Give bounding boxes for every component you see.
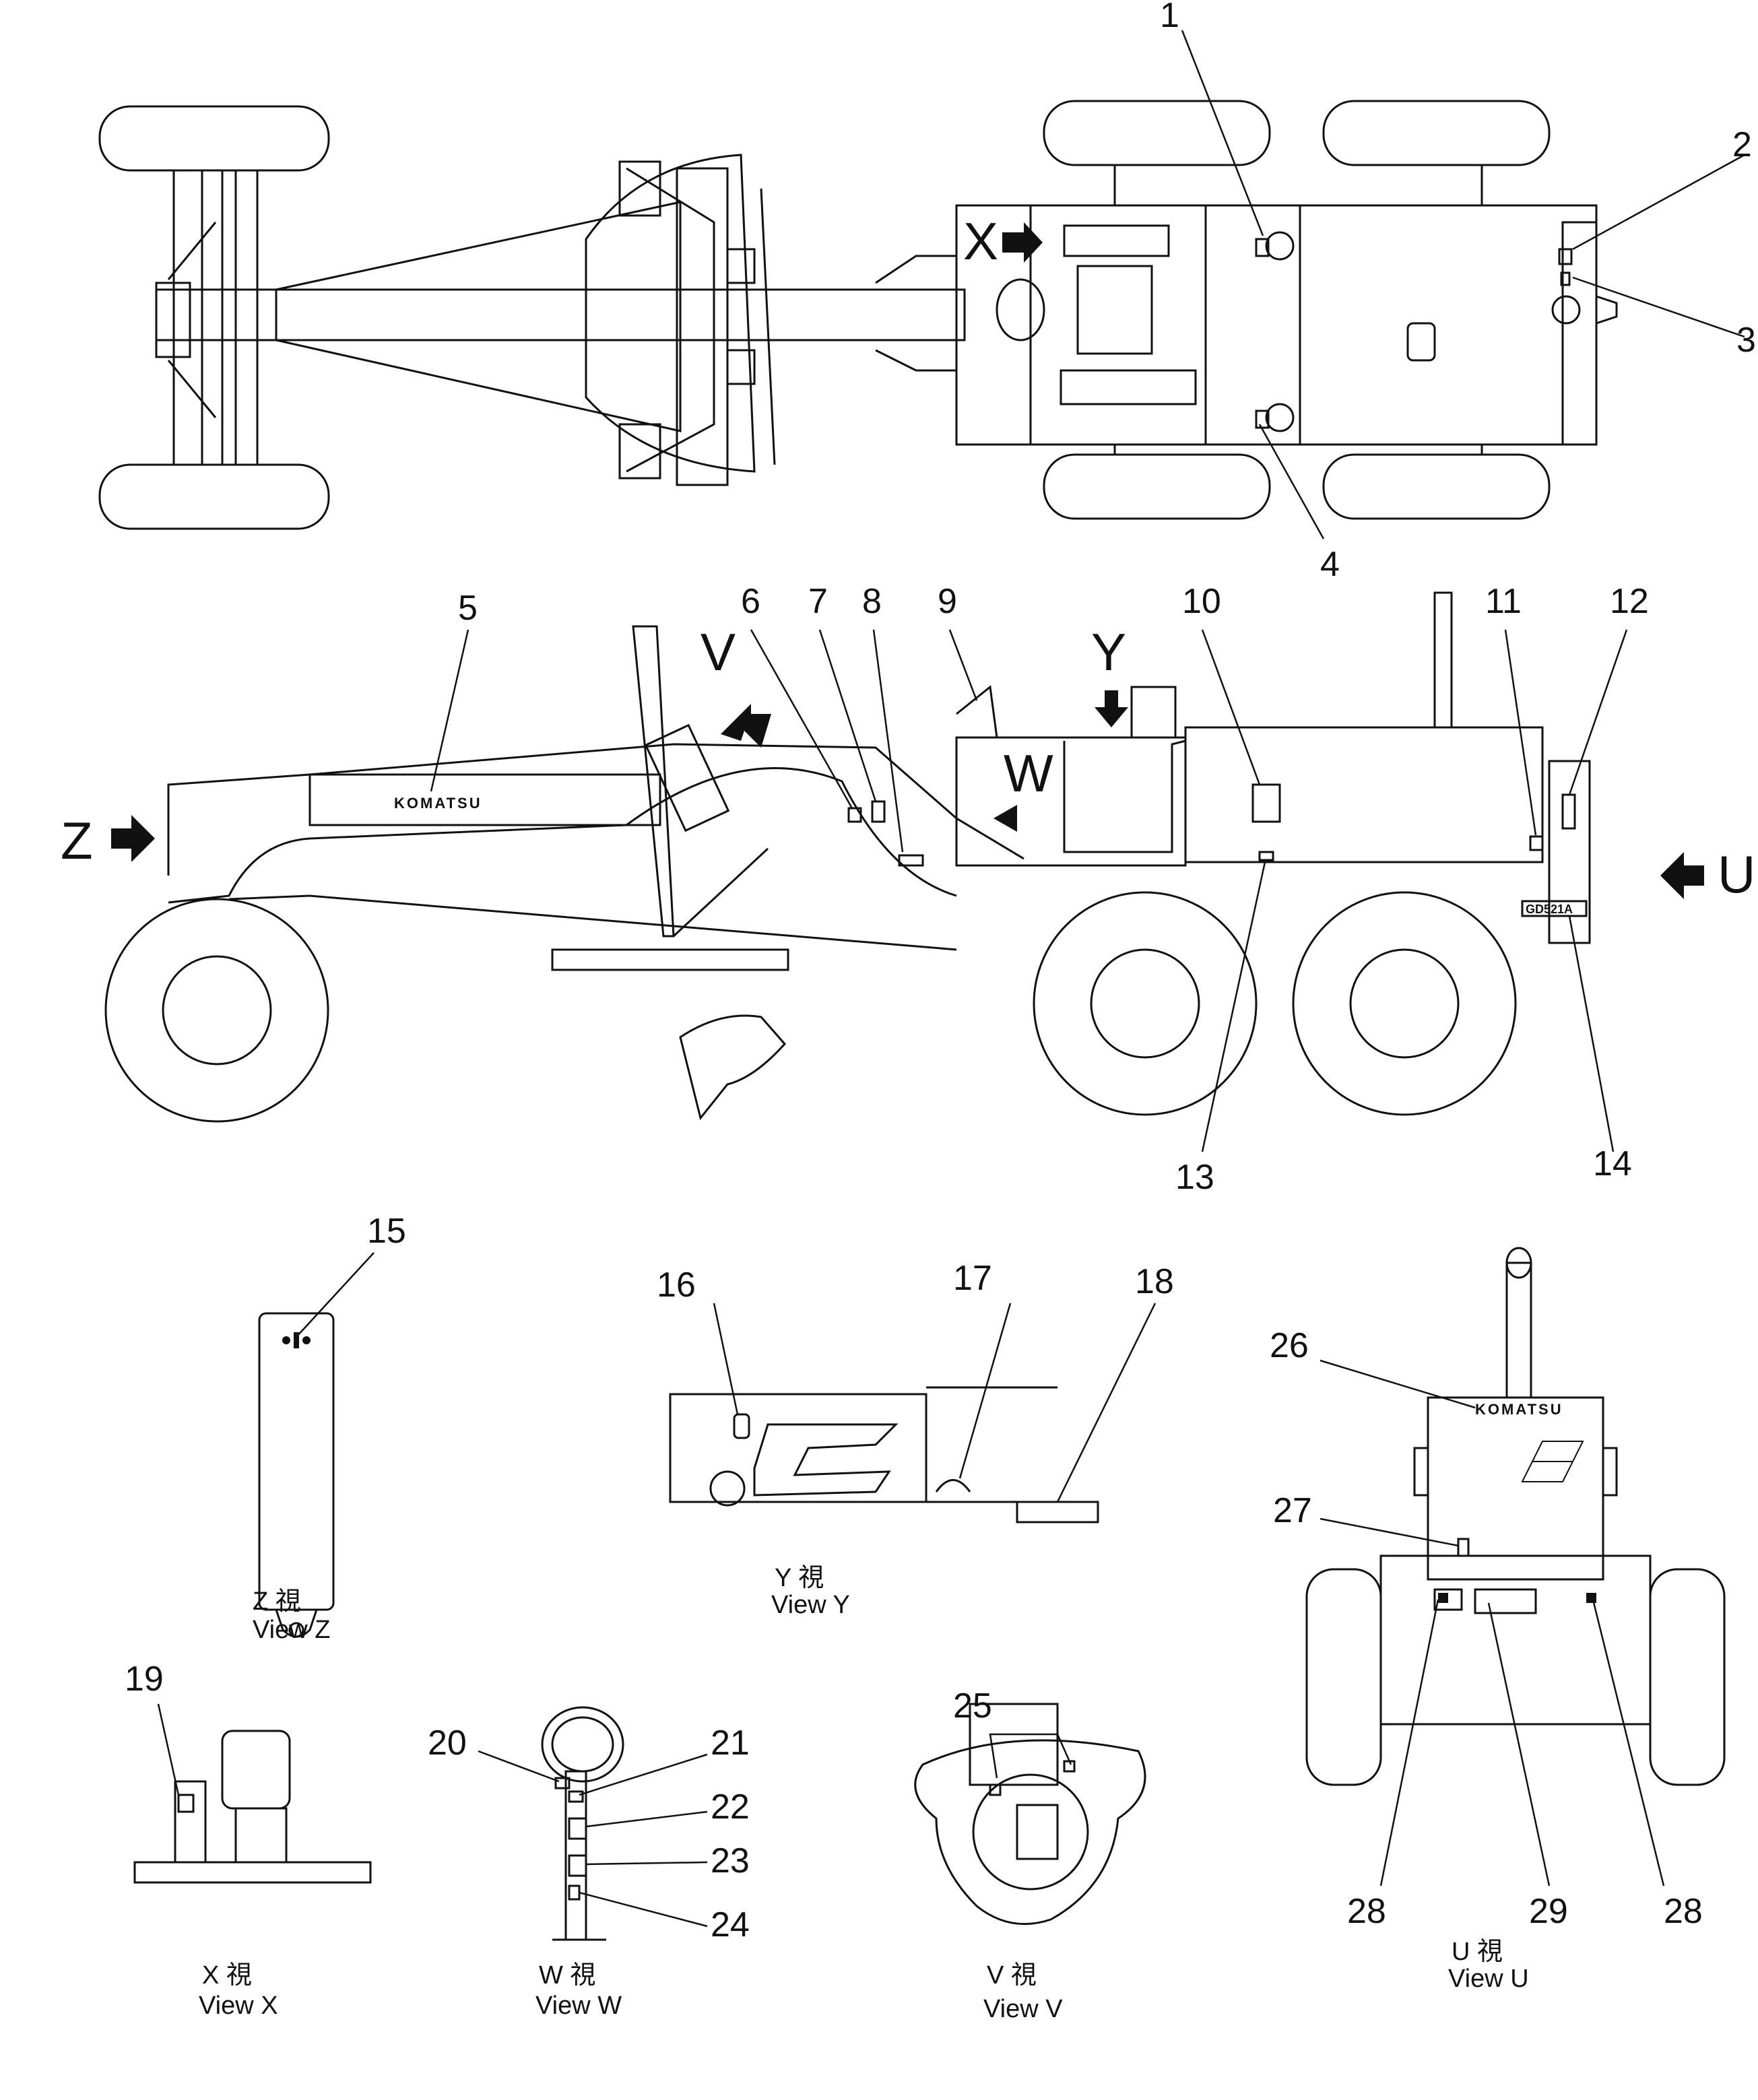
callout-15: 15 [367,1212,406,1251]
view-x-caption-top: X 視 [202,1961,252,1990]
callout-10: 10 [1182,582,1221,621]
arrow-label-x: X [963,211,998,271]
view-x-caption: View X [199,1992,278,2020]
view-v-caption-top: V 視 [987,1961,1037,1990]
callout-2: 2 [1732,125,1752,164]
view-z-drawing [258,1312,335,1638]
view-z-caption-top: Z 視 [253,1587,301,1616]
callout-9: 9 [938,582,957,621]
view-v-caption: View V [983,1995,1063,2023]
callout-20: 20 [428,1724,467,1763]
view-u-caption-top: U 視 [1452,1938,1503,1966]
callout-16: 16 [657,1266,696,1305]
view-captions: Z 視 View Z Y 視 View Y X 視 View X W 視 Vie… [199,1564,1529,2023]
callout-12: 12 [1610,582,1649,621]
callout-7: 7 [808,582,828,621]
side-view: GD521A KOMATSU [104,591,1704,1123]
callout-28-left: 28 [1347,1892,1386,1931]
callout-11: 11 [1485,582,1522,621]
top-view [98,100,1618,530]
callout-21: 21 [711,1724,750,1763]
callout-13: 13 [1175,1158,1214,1197]
callout-17: 17 [953,1259,992,1298]
callout-8: 8 [862,582,882,621]
model-plate: GD521A [1526,903,1573,916]
view-w-caption: View W [535,1992,622,2020]
arrow-label-u: U [1718,845,1755,904]
side-view-brand-text: KOMATSU [394,795,482,812]
view-u-brand-text: KOMATSU [1475,1401,1563,1418]
view-y-drawing [669,1386,1099,1523]
callout-19: 19 [125,1660,164,1699]
callout-24: 24 [711,1905,750,1944]
callout-6: 6 [741,582,760,621]
arrow-label-w: W [1004,744,1053,803]
callout-27: 27 [1273,1491,1312,1530]
view-u-drawing: KOMATSU [1305,1247,1726,1786]
view-w-caption-top: W 視 [539,1961,595,1990]
callout-26: 26 [1270,1326,1309,1365]
callout-4: 4 [1320,545,1340,584]
callout-29: 29 [1529,1892,1568,1931]
view-x-drawing [133,1730,372,1884]
leader-lines [157,30,1745,1928]
view-w-drawing [541,1706,624,1941]
view-u-caption: View U [1448,1965,1529,1993]
view-z-caption: View Z [253,1616,330,1644]
arrow-label-y: Y [1091,622,1126,682]
view-arrow-labels: X Y W V Z U [61,211,1755,904]
arrow-label-z: Z [61,811,93,870]
callout-25: 25 [953,1686,992,1726]
callout-18: 18 [1135,1262,1174,1301]
view-v-drawing [914,1703,1146,1926]
callout-22: 22 [711,1787,750,1827]
callout-23: 23 [711,1841,750,1880]
view-y-caption-top: Y 視 [775,1564,824,1592]
callout-5: 5 [458,589,478,628]
callout-1: 1 [1160,0,1179,35]
callout-3: 3 [1736,321,1756,360]
callout-14: 14 [1593,1144,1632,1183]
callout-28-right: 28 [1664,1892,1703,1931]
view-y-caption: View Y [771,1591,850,1619]
arrow-label-v: V [701,622,736,682]
callout-labels: 1 2 3 4 5 6 7 8 9 10 11 12 13 14 15 16 1… [125,0,1756,1944]
